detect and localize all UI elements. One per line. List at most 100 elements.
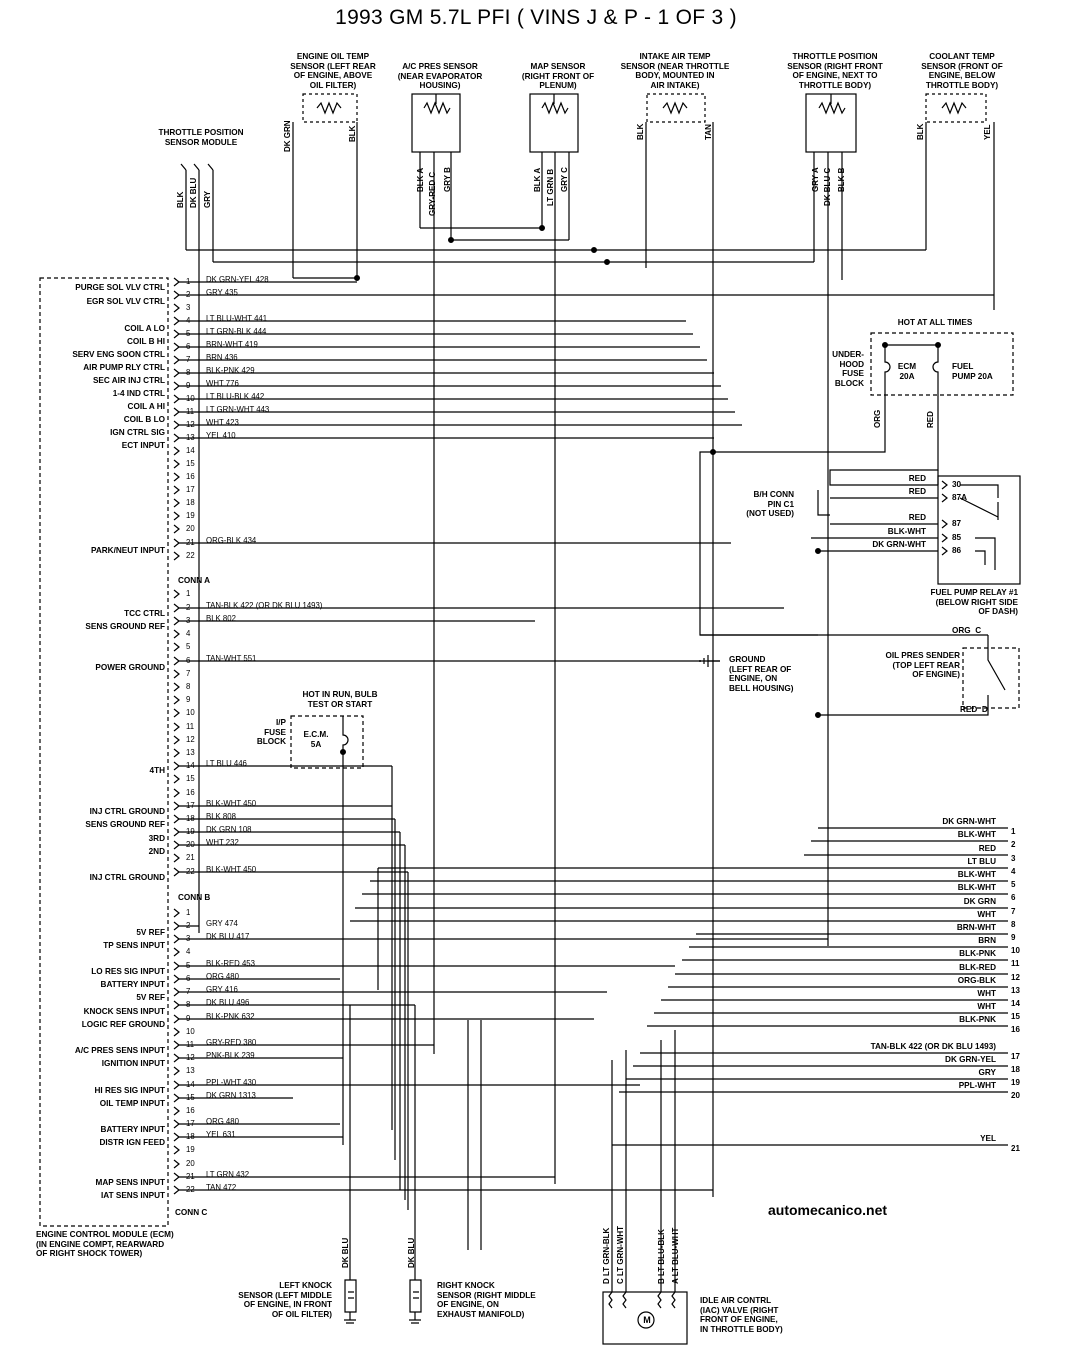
conn-b-pin-number: 20	[186, 840, 195, 849]
conn-b-pin-wire: BLK 808	[206, 812, 236, 821]
conn-a-pin-number: 9	[186, 381, 191, 390]
relay-wire-color: RED	[908, 513, 926, 522]
conn-c-pin-number: 17	[186, 1119, 195, 1128]
iac-wire-c: C LT GRN-WHT	[616, 1225, 625, 1284]
conn-a-pin-wire: WHT 776	[206, 379, 239, 388]
pin-chevron	[173, 961, 180, 971]
conn-c-pin-wire: PPL-WHT 430	[206, 1078, 257, 1087]
conn-c-pin-number: 13	[186, 1066, 195, 1075]
underhood-fuse-box	[870, 332, 1014, 396]
bh-conn-label: B/H CONN PIN C1 (NOT USED)	[746, 490, 794, 519]
junction-dot	[814, 711, 821, 718]
conn-a-pin-number: 17	[186, 485, 195, 494]
conn-b-pin-number: 13	[186, 748, 195, 757]
pin-chevron	[173, 277, 180, 287]
conn-b-pin-wire: BLK 802	[206, 614, 236, 623]
conn-c-pin-number: 18	[186, 1132, 195, 1141]
conn-a-pin-number: 1	[186, 277, 191, 286]
right-wire-number: 4	[1011, 867, 1016, 876]
relay-pin: 85	[952, 533, 962, 542]
iac-motor-symbol: M	[643, 1315, 651, 1325]
pin-chevron	[173, 485, 180, 495]
pin-chevron	[173, 761, 180, 771]
conn-b-pin-wire: TAN-BLK 422 (OR DK BLU 1493)	[206, 601, 323, 610]
pin-chevron	[173, 498, 180, 508]
right-wire-color: BLK-PNK	[959, 1015, 996, 1024]
junction-dot	[448, 237, 455, 244]
junction-dot	[538, 225, 545, 232]
conn-c-pin-number: 20	[186, 1159, 195, 1168]
relay-pin-chevron	[941, 493, 948, 503]
relay-pin: 86	[952, 546, 962, 555]
conn-a-pin-number: 18	[186, 498, 195, 507]
conn-a-signal: EGR SOL VLV CTRL	[86, 297, 165, 306]
conn-b-pin-wire: BLK-WHT 450	[206, 865, 257, 874]
iac-wires	[611, 1030, 676, 1250]
tps-sensor-label: THROTTLE POSITION SENSOR (RIGHT FRONT OF…	[787, 52, 883, 90]
conn-b-pin-number: 4	[186, 629, 191, 638]
right-wire-number: 6	[1011, 893, 1016, 902]
relay-pin-chevron	[941, 480, 948, 490]
iac-motor-circle	[637, 1311, 655, 1329]
iac-wire-d: D LT GRN-BLK	[602, 1227, 611, 1284]
conn-c-signal: KNOCK SENS INPUT	[83, 1007, 165, 1016]
conn-b-pin-wire: TAN-WHT 551	[206, 654, 257, 663]
right-wire-number: 5	[1011, 880, 1016, 889]
pin-chevron	[173, 788, 180, 798]
pin-chevron	[173, 589, 180, 599]
pin-chevron	[173, 1080, 180, 1090]
iac-winding	[657, 1250, 662, 1309]
right-wire-number: 16	[1011, 1025, 1020, 1034]
conn-b-signal: POWER GROUND	[95, 663, 165, 672]
right-wire-number: 18	[1011, 1065, 1020, 1074]
right-wire-color: LT BLU	[967, 857, 997, 866]
pin-chevron	[173, 722, 180, 732]
right-wire-number: 7	[1011, 907, 1016, 916]
conn-b-pin-number: 22	[186, 867, 195, 876]
hot-at-all-times-label: HOT AT ALL TIMES	[897, 318, 973, 327]
conn-c-pin-wire: PNK-BLK 239	[206, 1051, 255, 1060]
conn-c-signal: MAP SENS INPUT	[95, 1178, 165, 1187]
watermark: automecanico.net	[768, 1202, 888, 1218]
fuel-pump-relay-label: FUEL PUMP RELAY #1 (BELOW RIGHT SIDE OF …	[930, 588, 1018, 617]
right-wire-color: BLK-WHT	[957, 870, 996, 879]
conn-a-pin-number: 10	[186, 394, 195, 403]
conn-b-signal: INJ CTRL GROUND	[89, 807, 165, 816]
conn-c-pin-number: 22	[186, 1185, 195, 1194]
pin-chevron	[173, 1172, 180, 1182]
conn-b-pin-number: 9	[186, 695, 191, 704]
pin-chevron	[173, 316, 180, 326]
conn-a-pin-number: 22	[186, 551, 195, 560]
map-wire-blk: BLK A	[533, 167, 542, 192]
right-wire-color: WHT	[977, 1002, 996, 1011]
conn-a-pin-number: 6	[186, 342, 191, 351]
conn-a-pin-wire: BRN 436	[206, 353, 238, 362]
wire	[818, 635, 1006, 716]
conn-b-signal: 3RD	[148, 834, 165, 843]
conn-a-signal: SERV ENG SOON CTRL	[72, 350, 165, 359]
pin-chevron	[173, 695, 180, 705]
right-wire-color: BLK-WHT	[957, 883, 996, 892]
right-wire-color: BRN	[978, 936, 996, 945]
iac-wire-a: A LT BLU-WHT	[671, 1227, 680, 1284]
conn-c-pin-number: 8	[186, 1000, 191, 1009]
conn-b-signal: SENS GROUND REF	[85, 622, 165, 631]
conn-b-pin-number: 15	[186, 774, 195, 783]
conn-b-pin-number: 17	[186, 801, 195, 810]
conn-b-pin-number: 2	[186, 603, 191, 612]
junction-dot	[881, 342, 888, 349]
conn-a-label: CONN A	[178, 576, 210, 585]
ect-wire-blk: BLK	[916, 123, 925, 140]
conn-a-pin-number: 4	[186, 316, 191, 325]
conn-c-pin-wire: ORG 480	[206, 972, 239, 981]
relay-wire-color: DK GRN-WHT	[872, 540, 926, 549]
conn-a-pin-number: 12	[186, 420, 195, 429]
pin-chevron	[173, 394, 180, 404]
conn-a-pin-wire: ORG-BLK 434	[206, 536, 257, 545]
iat-wire-tan: TAN	[704, 124, 713, 140]
right-wire-number: 21	[1011, 1144, 1020, 1153]
pin-chevron	[173, 459, 180, 469]
pin-chevron	[173, 1040, 180, 1050]
right-wire-number: 20	[1011, 1091, 1020, 1100]
conn-a-pin-number: 16	[186, 472, 195, 481]
